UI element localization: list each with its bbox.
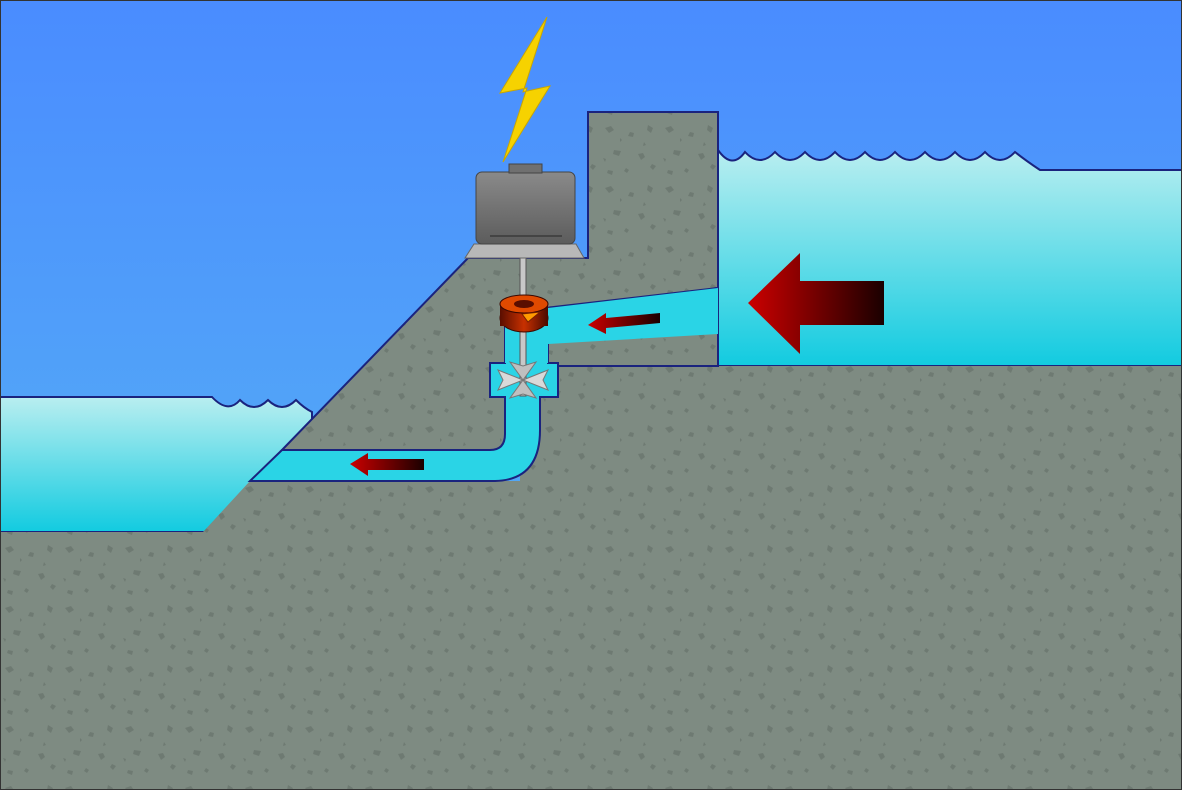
outflow-arrow: [350, 453, 424, 476]
generator: [464, 163, 585, 259]
lower-tailwater: [0, 396, 313, 533]
rotation-arrow: [521, 311, 542, 323]
ground: [0, 366, 1182, 790]
penstock: [247, 287, 719, 482]
penstock-flow-arrow: [588, 313, 660, 334]
turbine-runner: [496, 361, 550, 399]
inflow-arrow: [748, 253, 884, 354]
lightning-bolt: [498, 16, 552, 163]
